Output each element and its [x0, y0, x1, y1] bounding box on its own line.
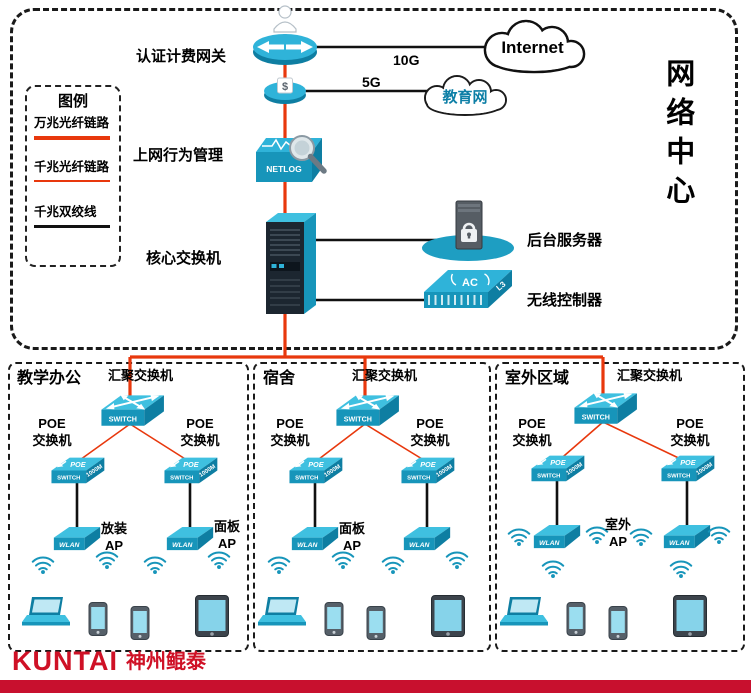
zone1-ap-right-label: 面板 AP	[213, 519, 240, 551]
zone1-ap-left-label: 放装 AP	[100, 521, 127, 553]
legend-box: 图例 万兆光纤链路 千兆光纤链路 千兆双绞线	[25, 85, 121, 267]
zone3-title: 室外区域	[505, 370, 570, 387]
footer-logo: KUNTAI 神州鲲泰	[12, 645, 206, 677]
legend-title: 图例	[57, 93, 88, 110]
zone3-ap-label: 室外 AP	[604, 517, 631, 549]
zone2-poe-left-label: POE 交换机	[270, 416, 310, 448]
legend-item-twisted-pair: 千兆双绞线	[34, 205, 97, 219]
link-5g-label: 5G	[362, 74, 381, 90]
zone2-agg-label: 汇聚交换机	[352, 368, 418, 383]
zone2-poe-right-label: POE 交换机	[410, 416, 450, 448]
zone1-poe-left-label: POE 交换机	[32, 416, 72, 448]
behavior-mgmt-label: 上网行为管理	[133, 147, 224, 164]
zone-teaching-office-box	[8, 362, 249, 652]
link-10g-label: 10G	[393, 52, 420, 68]
wireless-controller-label: 无线控制器	[527, 292, 603, 309]
zone-outdoor-box	[495, 362, 745, 652]
zone2-ap-label: 面板 AP	[338, 521, 365, 553]
backend-server-label: 后台服务器	[527, 232, 603, 249]
legend-line-1g-fiber	[34, 180, 110, 182]
core-switch-label: 核心交换机	[146, 250, 222, 267]
legend-item-10g-fiber: 万兆光纤链路	[34, 116, 110, 130]
legend-item-1g-fiber: 千兆光纤链路	[34, 160, 110, 174]
zone3-poe-right-label: POE 交换机	[670, 416, 710, 448]
page-title: 网络中心	[661, 58, 694, 214]
zone-dormitory-box	[253, 362, 491, 652]
gateway-label: 认证计费网关	[136, 48, 227, 65]
zone3-agg-label: 汇聚交换机	[617, 368, 683, 383]
footer-red-bar	[0, 680, 751, 693]
logo-kuntai-text: KUNTAI	[12, 646, 118, 676]
logo-chinese-text: 神州鲲泰	[125, 651, 206, 673]
education-network-label: 教育网	[442, 89, 488, 106]
zone1-title: 教学办公	[17, 370, 82, 387]
zone3-poe-left-label: POE 交换机	[512, 416, 552, 448]
zone1-poe-right-label: POE 交换机	[180, 416, 220, 448]
zone1-agg-label: 汇聚交换机	[108, 368, 174, 383]
internet-label: Internet	[501, 38, 564, 57]
zone2-title: 宿舍	[263, 370, 296, 387]
legend-line-twisted-pair	[34, 225, 110, 228]
legend-line-10g-fiber	[34, 136, 110, 140]
